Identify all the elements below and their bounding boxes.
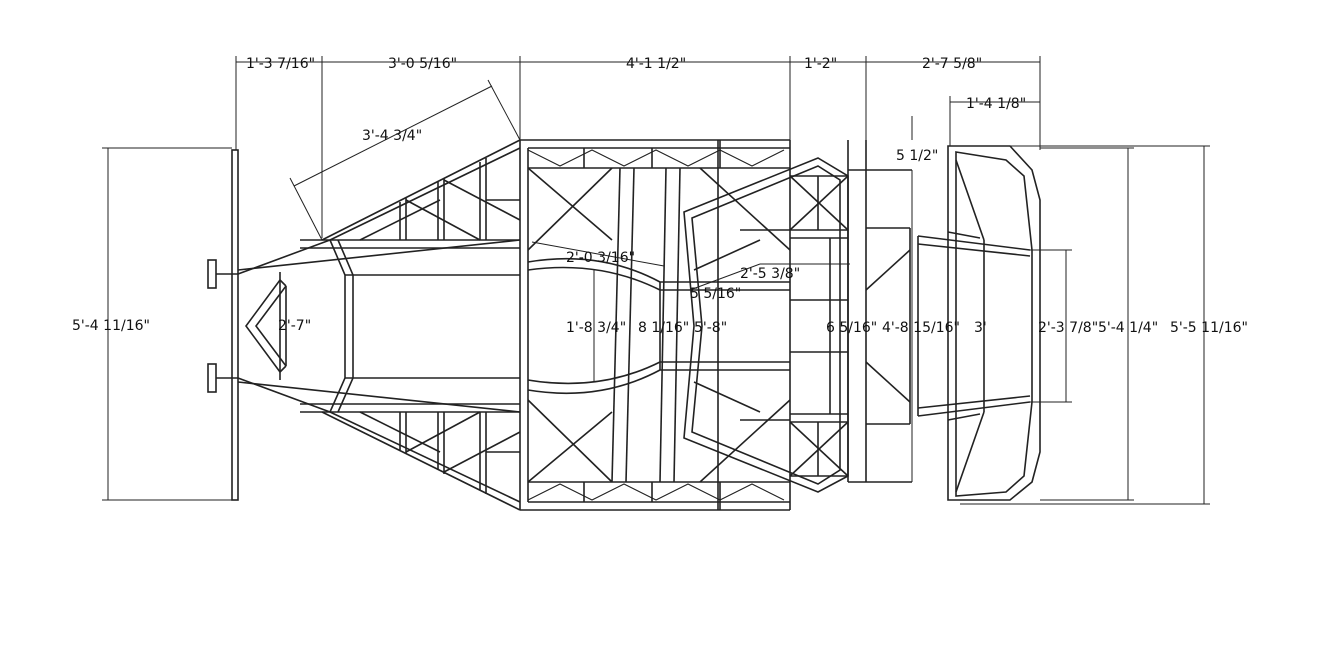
cockpit-frame <box>519 139 791 511</box>
dim-tunnel-b: 8 1/16" <box>638 320 689 336</box>
dim-cockpit-diag-b: 2'-5 3/8" <box>740 266 800 282</box>
dim-top-1: 1'-3 7/16" <box>246 56 315 72</box>
dim-top-5: 2'-7 5/8" <box>922 56 982 72</box>
dim-rear-inner: 2'-3 7/8" <box>1038 320 1098 336</box>
dim-top-4: 1'-2" <box>804 56 837 72</box>
dim-diag-front: 3'-4 3/4" <box>362 128 422 144</box>
dim-rear-height: 4'-8 15/16" <box>882 320 960 336</box>
dim-rear-width-2: 5'-5 11/16" <box>1170 320 1248 336</box>
dim-top-3: 4'-1 1/2" <box>626 56 686 72</box>
dim-cockpit-width: 5'-8" <box>694 320 727 336</box>
front-bumper <box>207 149 239 501</box>
front-side-truss <box>321 139 521 511</box>
front-nose-frame <box>237 239 521 413</box>
dim-cockpit-diag-c: 5 5/16" <box>690 286 741 302</box>
dim-rear-width-1: 5'-4 1/4" <box>1098 320 1158 336</box>
roll-hoop <box>683 157 849 493</box>
dimension-lines <box>102 56 1210 505</box>
dim-top-6: 1'-4 1/8" <box>966 96 1026 112</box>
dimension-labels: 1'-3 7/16" 3'-0 5/16" 4'-1 1/2" 1'-2" 2'… <box>72 56 1248 336</box>
dim-top-2: 3'-0 5/16" <box>388 56 457 72</box>
dim-rear-gap: 6 5/16" <box>826 320 877 336</box>
dim-rear-3: 3' <box>974 320 987 336</box>
dim-tunnel-a: 1'-8 3/4" <box>566 320 626 336</box>
rear-frame <box>789 140 919 483</box>
dim-cockpit-diag-a: 2'-0 3/16" <box>566 250 635 266</box>
dim-front-width: 2'-7" <box>278 318 311 334</box>
dim-left-overall: 5'-4 11/16" <box>72 318 150 334</box>
dim-rear-small: 5 1/2" <box>896 148 938 164</box>
